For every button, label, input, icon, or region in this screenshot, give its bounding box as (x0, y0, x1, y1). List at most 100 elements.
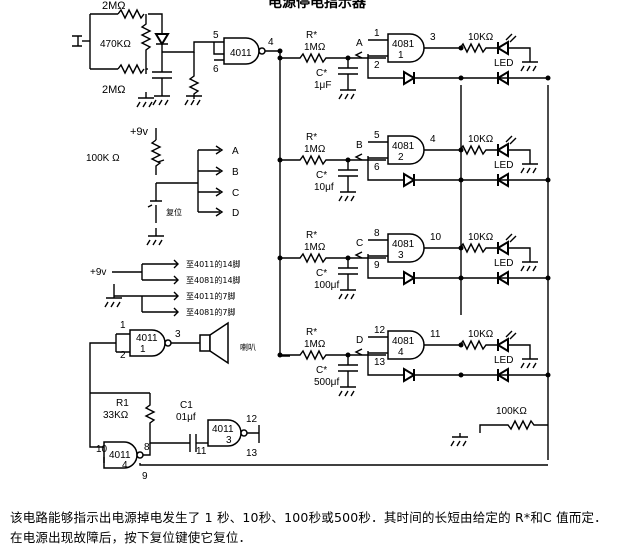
r1 (144, 393, 156, 433)
input-diode (154, 33, 170, 46)
r-2m-top (117, 8, 145, 20)
power-legend: +9v 至4011的14脚 至4081的14脚 至4011的7脚 至4081的7… (90, 259, 241, 317)
svg-text:+9v: +9v (90, 267, 106, 278)
stage-r-label: R* (306, 327, 317, 338)
pot-100k (150, 139, 162, 175)
main-nand-gate: 4011 5 6 4 (213, 30, 274, 75)
svg-text:A: A (232, 146, 239, 157)
svg-text:B: B (232, 167, 239, 178)
stage-pin-out: 10 (430, 232, 442, 243)
reset-switch (147, 183, 162, 236)
stage-c-value: 1μF (314, 80, 331, 91)
r-100k-bottom (479, 419, 548, 433)
r-470k (140, 14, 152, 74)
stage-pin-out: 4 (430, 134, 436, 145)
stage-pin-a: 8 (374, 228, 380, 239)
svg-text:复位: 复位 (166, 207, 182, 217)
svg-text:至4081的14脚: 至4081的14脚 (186, 275, 241, 285)
stage-gate-unit: 4 (398, 347, 404, 358)
svg-text:R1: R1 (116, 398, 129, 409)
svg-text:喇叭: 喇叭 (240, 342, 256, 352)
stage-r-label: R* (306, 30, 317, 41)
svg-text:C: C (232, 188, 239, 199)
stage-pin-a: 5 (374, 130, 380, 141)
stage-led-resistor: 10KΩ (468, 329, 494, 340)
svg-text:4: 4 (268, 37, 274, 48)
stage-r-label: R* (306, 230, 317, 241)
stage-pin-a: 1 (374, 28, 380, 39)
svg-text:至4011的7脚: 至4011的7脚 (186, 291, 235, 301)
stage-gate-name: 4081 (392, 336, 415, 347)
main-bus (265, 50, 290, 357)
svg-text:100KΩ: 100KΩ (496, 406, 527, 417)
svg-text:01μf: 01μf (176, 412, 196, 423)
stage-node-label: B (356, 140, 363, 151)
svg-text:3: 3 (226, 435, 232, 446)
input-pulldown (188, 52, 200, 99)
svg-text:6: 6 (213, 64, 219, 75)
stage-r-label: R* (306, 132, 317, 143)
stage-gate-unit: 3 (398, 250, 404, 261)
figure-caption: 该电路能够指示出电源掉电发生了 1 秒、10秒、100秒或500秒．其时间的长短… (10, 510, 607, 545)
r-2m-bottom (117, 63, 145, 75)
stage-node-label: D (356, 335, 363, 346)
stage-gate-name: 4081 (392, 141, 415, 152)
input-cap (152, 52, 172, 96)
stage-led-resistor: 10KΩ (468, 32, 494, 43)
stage-pin-b: 2 (374, 60, 380, 71)
stage-c-value: 100μf (314, 280, 339, 291)
stage-node-label: C (356, 238, 363, 249)
stage-c-label: C* (316, 365, 327, 376)
stage-c-label: C* (316, 170, 327, 181)
stage-led-resistor: 10KΩ (468, 134, 494, 145)
svg-text:5: 5 (213, 30, 219, 41)
stage-pin-b: 9 (374, 260, 380, 271)
svg-text:10: 10 (96, 444, 108, 455)
supply-section: +9v 100K Ω A B C D 复位 (86, 126, 239, 246)
stage-c-label: C* (316, 268, 327, 279)
r-bot-label: 2MΩ (102, 84, 126, 96)
stage-pin-out: 3 (430, 32, 436, 43)
stage-gate-name: 4081 (392, 39, 415, 50)
stage-c-label: C* (316, 68, 327, 79)
svg-text:8: 8 (144, 442, 150, 453)
stage-led-label: LED (494, 355, 513, 366)
svg-text:11: 11 (196, 446, 207, 457)
stage-pin-b: 6 (374, 162, 380, 173)
svg-text:4011: 4011 (109, 450, 131, 461)
stage-node-label: A (356, 38, 363, 49)
stage-pin-a: 12 (374, 325, 386, 336)
svg-text:13: 13 (246, 448, 258, 459)
svg-text:至4081的7脚: 至4081的7脚 (186, 307, 235, 317)
svg-text:4011: 4011 (136, 333, 158, 344)
stage-led-resistor: 10KΩ (468, 232, 494, 243)
svg-text:4011: 4011 (212, 424, 234, 435)
stage-c-value: 500μf (314, 377, 339, 388)
page-heading: 电源停电指示器 (268, 0, 366, 11)
r-mid-label: 470KΩ (100, 39, 131, 50)
svg-text:9: 9 (142, 471, 148, 480)
svg-text:4: 4 (122, 460, 128, 471)
stage-led-label: LED (494, 160, 513, 171)
r-top-label: 2MΩ (102, 0, 126, 12)
stage-r-value: 1MΩ (304, 242, 326, 253)
svg-text:12: 12 (246, 414, 258, 425)
stage-c-value: 10μf (314, 182, 334, 193)
speaker-icon (199, 334, 211, 352)
stage-led-label: LED (494, 58, 513, 69)
svg-text:C1: C1 (180, 400, 193, 411)
stage-pin-b: 13 (374, 357, 386, 368)
svg-text:33KΩ: 33KΩ (103, 410, 129, 421)
svg-text:1: 1 (140, 344, 146, 355)
svg-text:4011: 4011 (230, 48, 252, 59)
svg-text:D: D (232, 208, 239, 219)
stage-r-value: 1MΩ (304, 144, 326, 155)
svg-text:100K Ω: 100K Ω (86, 153, 120, 164)
stage-gate-name: 4081 (392, 239, 415, 250)
stage-pin-out: 11 (430, 329, 441, 340)
stage-r-value: 1MΩ (304, 339, 326, 350)
